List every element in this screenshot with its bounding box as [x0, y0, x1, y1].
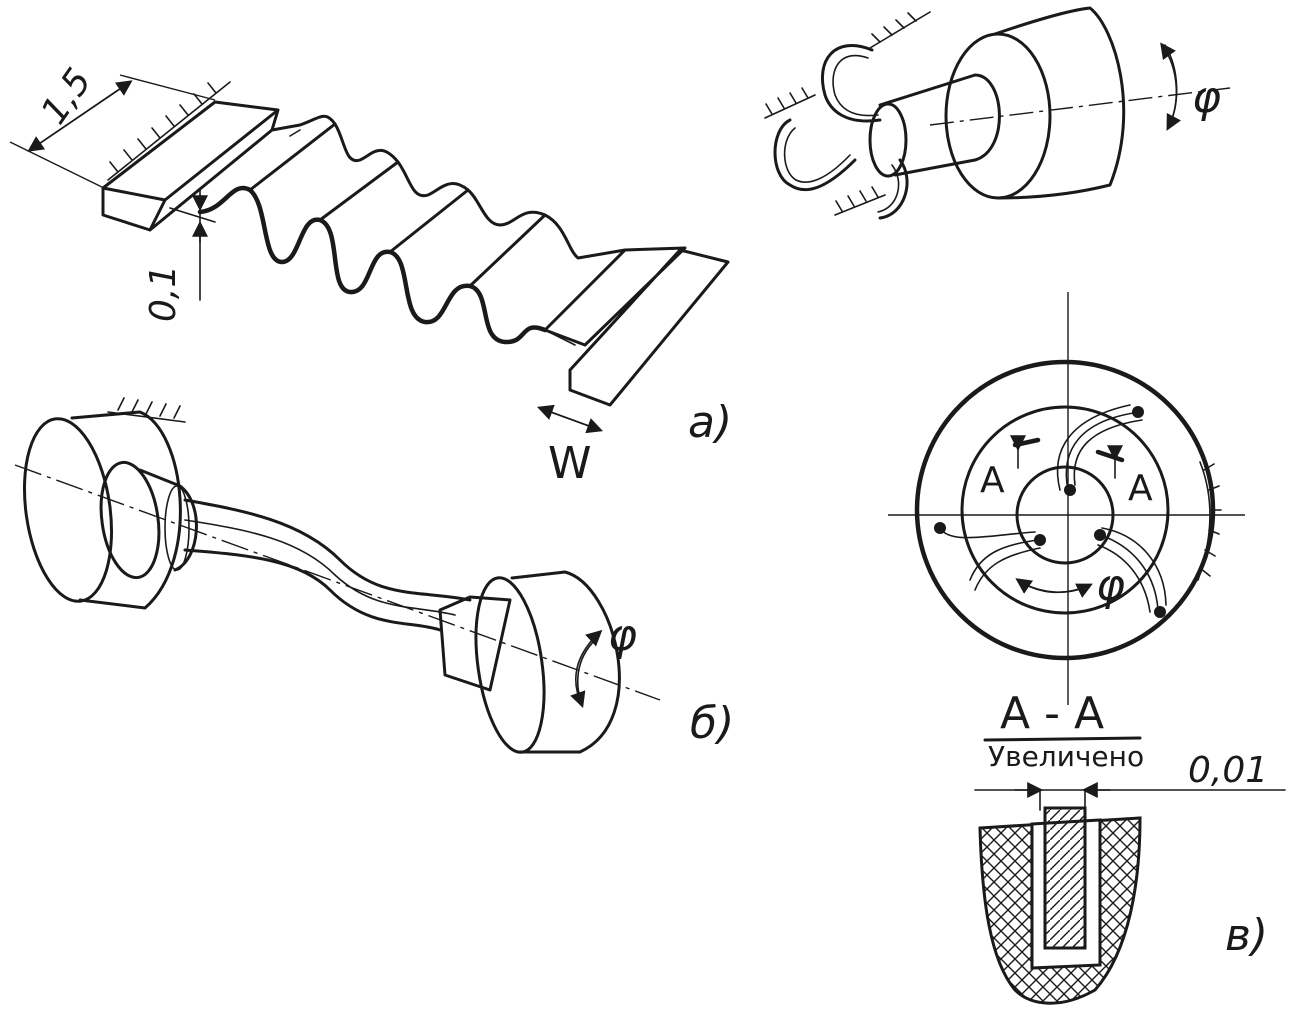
- spring-wire-lower: [773, 118, 909, 220]
- dimension-thickness-label: 0,1: [143, 265, 184, 322]
- figure-a-corrugated-strip: 1,5 0,1 W а): [9, 61, 732, 489]
- section-mark-left: A: [980, 460, 1005, 501]
- phi-top: φ: [1192, 72, 1221, 123]
- dimension-length-label: 1,5: [33, 61, 99, 131]
- inner-ring-bore: [960, 405, 1170, 615]
- corrugated-strip-profile: [197, 185, 548, 345]
- width-symbol: W: [548, 438, 592, 489]
- ground-hatch-bottom-icon: [834, 186, 886, 216]
- phi-shaft: φ: [608, 610, 637, 661]
- phi-spiral: φ: [1096, 560, 1125, 611]
- left-disk-face: [22, 417, 114, 603]
- outer-ring: [914, 359, 1216, 661]
- figure-b-label: б): [690, 698, 734, 749]
- spring-plate: [1043, 806, 1087, 950]
- figure-torsion-spring-cylinder: φ: [764, 6, 1231, 220]
- figure-b-torsion-shaft: φ б): [14, 397, 734, 754]
- section-title: A - A: [1000, 688, 1104, 739]
- corrugated-strip-top: [270, 114, 627, 260]
- ground-hatch-shaft-icon: [107, 397, 186, 423]
- twisted-shaft: [183, 498, 472, 632]
- left-clamp-block: [101, 100, 280, 232]
- section-note: Увеличено: [988, 740, 1144, 773]
- section-mark-right: A: [1128, 468, 1153, 509]
- right-clamp-block: [543, 246, 730, 407]
- hub: [1015, 465, 1115, 565]
- ground-hatch-left-top-icon: [764, 87, 816, 119]
- figure-v-label: в): [1225, 910, 1268, 961]
- figure-a-label: а): [688, 397, 732, 448]
- ground-hatch-top-icon: [869, 11, 931, 49]
- spring-wire-upper: [820, 44, 882, 123]
- figure-v-spiral-springs: A A φ: [888, 292, 1245, 705]
- ground-hatch-left-icon: [107, 81, 231, 181]
- gap-dimension: 0,01: [1188, 750, 1268, 791]
- dimension-thickness: 0,1: [143, 189, 216, 322]
- section-a-a: A - A Увеличено 0,01 в): [974, 688, 1286, 1005]
